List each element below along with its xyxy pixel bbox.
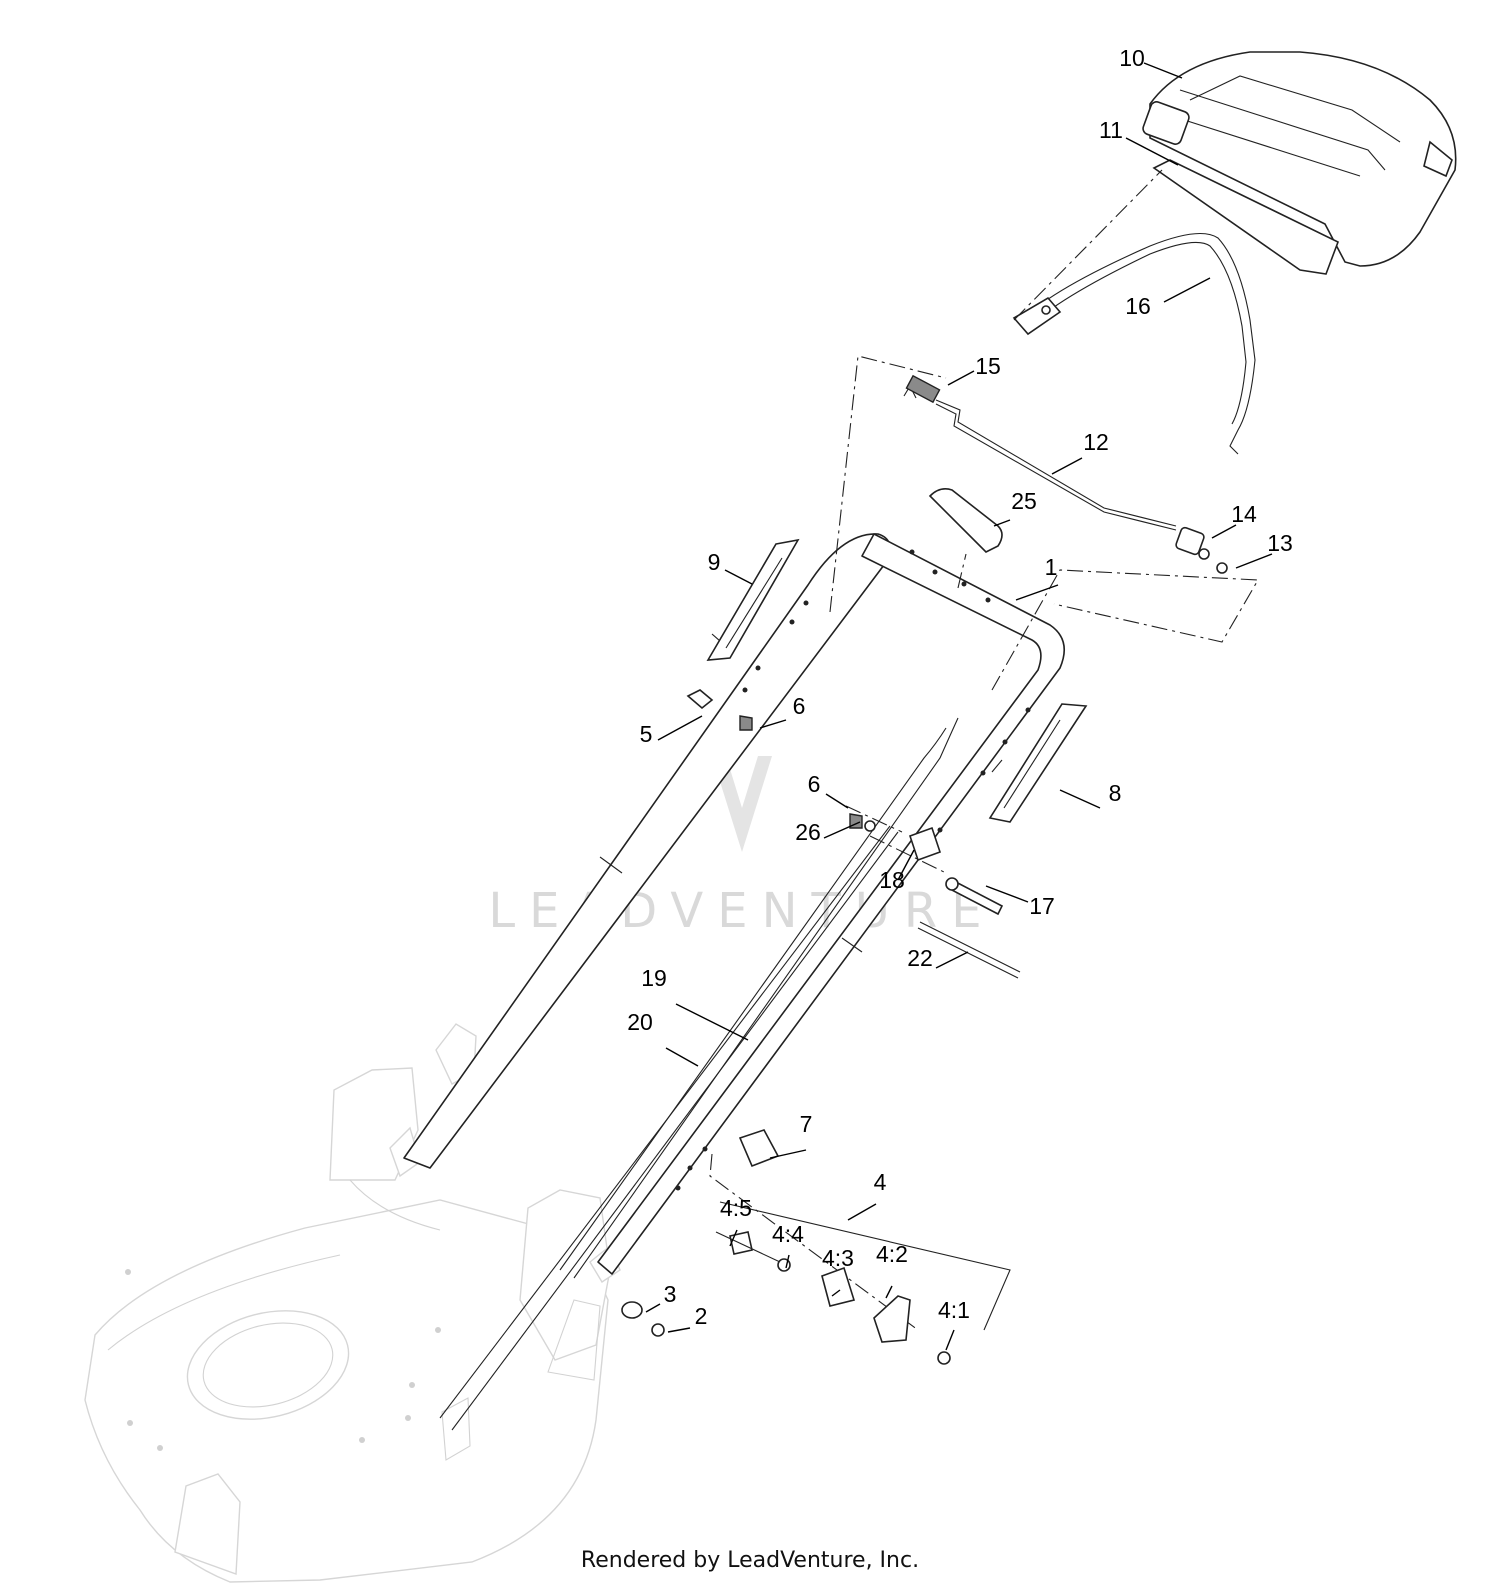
- label-8: 8: [1109, 780, 1122, 806]
- label-7: 7: [800, 1111, 813, 1137]
- label-19: 19: [641, 965, 667, 991]
- top-grip: [1142, 51, 1457, 267]
- label-13: 13: [1267, 530, 1293, 556]
- label-4-3: 4:3: [822, 1245, 854, 1271]
- part-labels: 12344:14:24:34:44:5566789101112131415161…: [627, 45, 1293, 1329]
- label-6a: 6: [793, 693, 806, 719]
- label-2: 2: [695, 1303, 708, 1329]
- label-4-2: 4:2: [876, 1241, 908, 1267]
- operator-bail: [1012, 233, 1256, 455]
- control-cables: [439, 717, 959, 1431]
- grip-insert: [1152, 159, 1340, 275]
- label-22: 22: [907, 945, 933, 971]
- label-18: 18: [879, 867, 905, 893]
- label-9: 9: [708, 549, 721, 575]
- label-15: 15: [975, 353, 1001, 379]
- cable-guides: [706, 538, 1088, 823]
- leader-lines: [645, 62, 1273, 1351]
- key-kit: [715, 1201, 1011, 1365]
- label-14: 14: [1231, 501, 1257, 527]
- upper-handle: [403, 533, 1066, 1275]
- label-16: 16: [1125, 293, 1151, 319]
- label-4-5: 4:5: [720, 1195, 752, 1221]
- label-10: 10: [1119, 45, 1145, 71]
- label-4: 4: [874, 1169, 887, 1195]
- label-12: 12: [1083, 429, 1109, 455]
- render-credit: Rendered by LeadVenture, Inc.: [580, 1548, 920, 1573]
- control-linkage: [903, 374, 1228, 574]
- label-26: 26: [795, 819, 821, 845]
- label-20: 20: [627, 1009, 653, 1035]
- hardware: [621, 689, 1021, 1337]
- label-25: 25: [1011, 488, 1037, 514]
- label-1: 1: [1045, 554, 1058, 580]
- label-5: 5: [640, 721, 653, 747]
- handle-foam-grip: [928, 488, 1003, 553]
- label-17: 17: [1029, 893, 1055, 919]
- label-4-4: 4:4: [772, 1221, 804, 1247]
- label-3: 3: [664, 1281, 677, 1307]
- label-4-1: 4:1: [938, 1297, 970, 1323]
- label-11: 11: [1099, 117, 1123, 143]
- mower-deck: [84, 1067, 611, 1583]
- label-6b: 6: [808, 771, 821, 797]
